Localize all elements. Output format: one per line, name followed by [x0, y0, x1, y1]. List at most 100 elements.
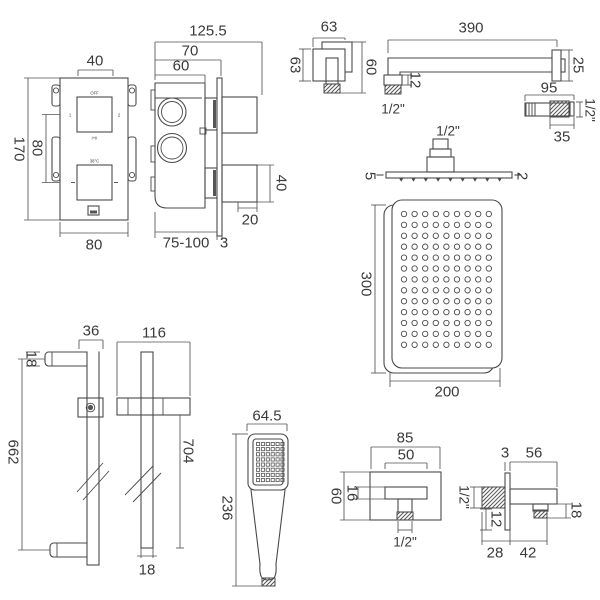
elbow-thread	[323, 83, 341, 94]
dim-elbow-overall: 60	[363, 59, 380, 76]
valve-side-view: 125.5 70 60 40 20 75-100 3	[150, 23, 290, 252]
dim-outlet-b: 42	[520, 545, 537, 562]
head-front-dim-lines	[371, 204, 501, 387]
rail-top-arm	[44, 351, 88, 367]
outlet-spout	[397, 498, 413, 513]
handset-view: 64.5 236	[219, 408, 289, 587]
elbow-dim-lines	[299, 37, 366, 94]
dim-valve-overall-depth: 125.5	[189, 23, 227, 40]
outlet-drop-thread	[533, 509, 548, 519]
dim-rail-tube: 18	[23, 351, 40, 368]
dim-rail-length: 704	[180, 438, 197, 463]
dim-arm-length: 390	[458, 20, 483, 37]
arm-dim-lines	[387, 39, 573, 86]
dim-elbow-height: 63	[287, 57, 304, 74]
valve-port	[157, 97, 187, 127]
dim-outlet-inlet: 12	[488, 511, 505, 528]
valve-temp-handle	[76, 164, 113, 201]
shower-arm-view: 390 25 12 1/2"	[381, 20, 586, 117]
head-nozzles	[399, 178, 502, 182]
arm-thread	[384, 84, 402, 95]
valve-diverter-handle	[76, 96, 113, 133]
valve-handle-side	[221, 96, 258, 134]
dim-outlet-height: 60	[328, 488, 345, 505]
valve-mode-label: I+II	[92, 136, 98, 141]
dim-elbow-width: 63	[321, 19, 338, 36]
rail-bottom-arm	[49, 542, 88, 558]
dim-outlet-inner-width: 50	[398, 447, 415, 464]
rail-slider-front	[116, 397, 191, 416]
dim-rail-offset: 36	[83, 323, 100, 340]
slide-rail-side-view: 36 18 662	[5, 323, 110, 566]
dim-valve-to-plate: 70	[182, 43, 199, 60]
dim-outlet-width: 85	[397, 430, 414, 447]
valve-front-dim-lines	[24, 69, 129, 237]
dim-valve-wall-range: 75-100	[163, 235, 210, 252]
dim-valve-handle-depth: 20	[242, 212, 259, 229]
dim-union-thread-length: 35	[554, 129, 571, 146]
outlet-side-view: 3 56 1/2" 12 18 28 42	[457, 445, 585, 562]
dim-valve-height: 170	[11, 136, 28, 161]
brand-logo-mark	[87, 205, 100, 216]
valve-off-label: OFF	[90, 91, 99, 96]
dim-outlet-depth: 56	[526, 445, 543, 462]
valve-outlet2-label: 2	[118, 113, 121, 118]
dim-head-thread: 1/2"	[436, 124, 460, 139]
dim-head-width: 200	[434, 384, 459, 401]
arm-tube	[387, 57, 553, 76]
dim-rail-width: 116	[142, 325, 166, 342]
dim-outlet-a: 28	[487, 545, 504, 562]
dim-handset-length: 236	[219, 495, 236, 520]
rail-break-mark	[76, 462, 110, 501]
dim-valve-body-depth: 60	[173, 58, 190, 75]
dim-arm-drop: 12	[407, 72, 424, 89]
dim-arm-flange: 25	[570, 57, 587, 74]
dim-valve-plate-thickness: 3	[220, 235, 228, 252]
valve-backplate	[216, 77, 223, 237]
dim-outlet-drop: 18	[568, 502, 585, 519]
handset-thread	[261, 577, 276, 587]
handset-face	[252, 438, 284, 486]
wall-union-view: 95 35 1/2"	[524, 80, 598, 146]
dim-valve-handle-spacing: 80	[29, 140, 46, 157]
shower-head-side-view: 1/2" 5 2	[362, 124, 531, 182]
outlet-front-view: 85 50 60 16 1/2"	[328, 430, 442, 550]
head-face-plate	[391, 199, 503, 369]
union-thread	[549, 100, 570, 118]
head-connector	[432, 138, 449, 150]
head-spray-holes	[400, 210, 492, 348]
outlet-plate-side	[504, 472, 511, 531]
dim-arm-thread: 1/2"	[381, 102, 405, 117]
rail-front-dim-lines	[116, 341, 191, 558]
rail-slider-side	[77, 397, 104, 418]
head-plate-side	[385, 171, 513, 179]
dim-outlet-bar: 16	[344, 485, 361, 502]
slider-lock-knob	[87, 404, 94, 411]
valve-plate	[59, 77, 129, 221]
dim-handset-width: 64.5	[252, 408, 281, 425]
valve-front-view: OFF 1 2 I+II 38°C 40 170 80 80	[11, 53, 137, 254]
valve-side-dim-lines	[154, 41, 274, 240]
union-dim-lines	[524, 94, 583, 129]
dim-valve-handle-size: 40	[273, 175, 290, 192]
dim-union-thread: 1/2"	[583, 98, 598, 122]
handset-dim-lines	[232, 423, 288, 587]
arm-wall-flange	[551, 49, 562, 82]
dim-valve-top-width: 40	[87, 53, 104, 70]
dim-rail-tube-front: 18	[139, 562, 156, 579]
rail-break-mark	[124, 465, 162, 503]
handset-handle	[250, 489, 286, 565]
outlet-bar	[384, 486, 428, 500]
dim-head-height: 300	[358, 271, 375, 296]
elbow-front-plate	[312, 48, 346, 82]
handset-spray-holes	[255, 441, 285, 483]
rail-side-dim-lines	[18, 339, 104, 551]
dim-valve-bottom-width: 80	[86, 237, 103, 254]
outlet-body-side	[509, 488, 558, 505]
dim-head-thickness: 2	[514, 172, 531, 180]
dim-outlet-plate: 3	[501, 445, 509, 462]
valve-body	[154, 82, 206, 209]
outlet-spout-thread	[396, 511, 414, 521]
handset-head	[247, 433, 289, 491]
